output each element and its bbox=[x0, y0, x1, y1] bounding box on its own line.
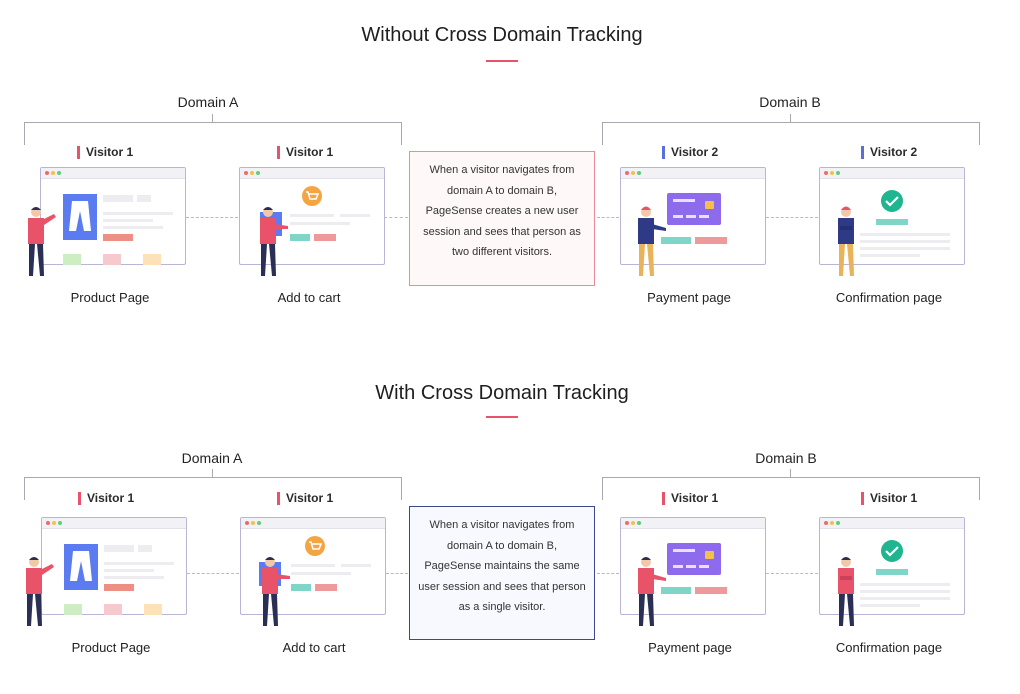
visitor-person-icon bbox=[638, 557, 666, 626]
page-label: Payment page bbox=[647, 290, 731, 305]
domain-b-bracket-tick bbox=[790, 114, 791, 122]
visitor-person-icon bbox=[260, 207, 288, 276]
visitor-person-icon bbox=[838, 206, 854, 276]
visitor-person-icon bbox=[262, 557, 290, 626]
page-label: Add to cart bbox=[282, 640, 346, 655]
browser-window-product bbox=[41, 517, 187, 616]
domain-b-bracket bbox=[602, 477, 980, 500]
section-without-tracking: Without Cross Domain Tracking Domain A D… bbox=[0, 0, 1020, 338]
section-with-tracking: With Cross Domain Tracking Domain A Doma… bbox=[0, 356, 1020, 694]
product-page-illustration bbox=[64, 544, 174, 616]
flow-connector bbox=[597, 217, 619, 218]
visitor-tag: Visitor 1 bbox=[277, 146, 333, 159]
visitor-tag: Visitor 2 bbox=[662, 146, 718, 159]
domain-a-bracket bbox=[24, 477, 402, 500]
visitor-tag: Visitor 1 bbox=[861, 492, 917, 505]
page-label: Product Page bbox=[71, 640, 151, 655]
explanation-callout: When a visitor navigates from domain A t… bbox=[409, 506, 595, 640]
flow-connector bbox=[384, 217, 408, 218]
visitor-tag: Visitor 1 bbox=[662, 492, 718, 505]
domain-b-label: Domain B bbox=[755, 450, 817, 466]
confirmation-check-illustration bbox=[860, 190, 950, 257]
visitor-tag: Visitor 2 bbox=[861, 146, 917, 159]
visitor-tag: Visitor 1 bbox=[77, 146, 133, 159]
browser-window-cart bbox=[239, 167, 385, 265]
visitor-tag: Visitor 1 bbox=[277, 492, 333, 505]
domain-b-bracket-tick bbox=[790, 469, 791, 477]
flow-connector bbox=[187, 573, 239, 574]
domain-a-label: Domain A bbox=[177, 94, 239, 110]
page-label: Add to cart bbox=[277, 290, 341, 305]
title-underline bbox=[486, 416, 518, 418]
flow-connector bbox=[186, 217, 238, 218]
visitor-person-icon bbox=[638, 206, 666, 276]
domain-b-bracket bbox=[602, 122, 980, 145]
browser-window-cart bbox=[240, 517, 386, 615]
visitor-person-icon bbox=[838, 557, 854, 626]
add-to-cart-illustration bbox=[260, 186, 370, 241]
section-title: With Cross Domain Tracking bbox=[375, 382, 629, 404]
domain-a-label: Domain A bbox=[181, 450, 243, 466]
page-label: Product Page bbox=[70, 290, 150, 305]
domain-a-bracket bbox=[24, 122, 402, 145]
visitor-person-icon bbox=[26, 557, 54, 626]
visitor-tag: Visitor 1 bbox=[78, 492, 134, 505]
domain-b-label: Domain B bbox=[759, 94, 821, 110]
domain-a-bracket-tick bbox=[212, 469, 213, 477]
page-label: Payment page bbox=[648, 640, 732, 655]
flow-connector bbox=[597, 573, 619, 574]
page-label: Confirmation page bbox=[835, 290, 943, 305]
flow-connector bbox=[766, 573, 818, 574]
payment-card-illustration bbox=[661, 193, 727, 244]
payment-card-illustration bbox=[661, 543, 727, 594]
page-label: Confirmation page bbox=[835, 640, 943, 655]
title-underline bbox=[486, 60, 518, 62]
visitor-person-icon bbox=[28, 207, 56, 276]
domain-a-bracket-tick bbox=[212, 114, 213, 122]
section-title: Without Cross Domain Tracking bbox=[361, 24, 643, 46]
flow-connector bbox=[386, 573, 408, 574]
browser-window-product bbox=[40, 167, 186, 266]
product-page-illustration bbox=[63, 194, 173, 266]
flow-connector bbox=[766, 217, 818, 218]
explanation-callout: When a visitor navigates from domain A t… bbox=[409, 151, 595, 286]
confirmation-check-illustration bbox=[860, 540, 950, 607]
